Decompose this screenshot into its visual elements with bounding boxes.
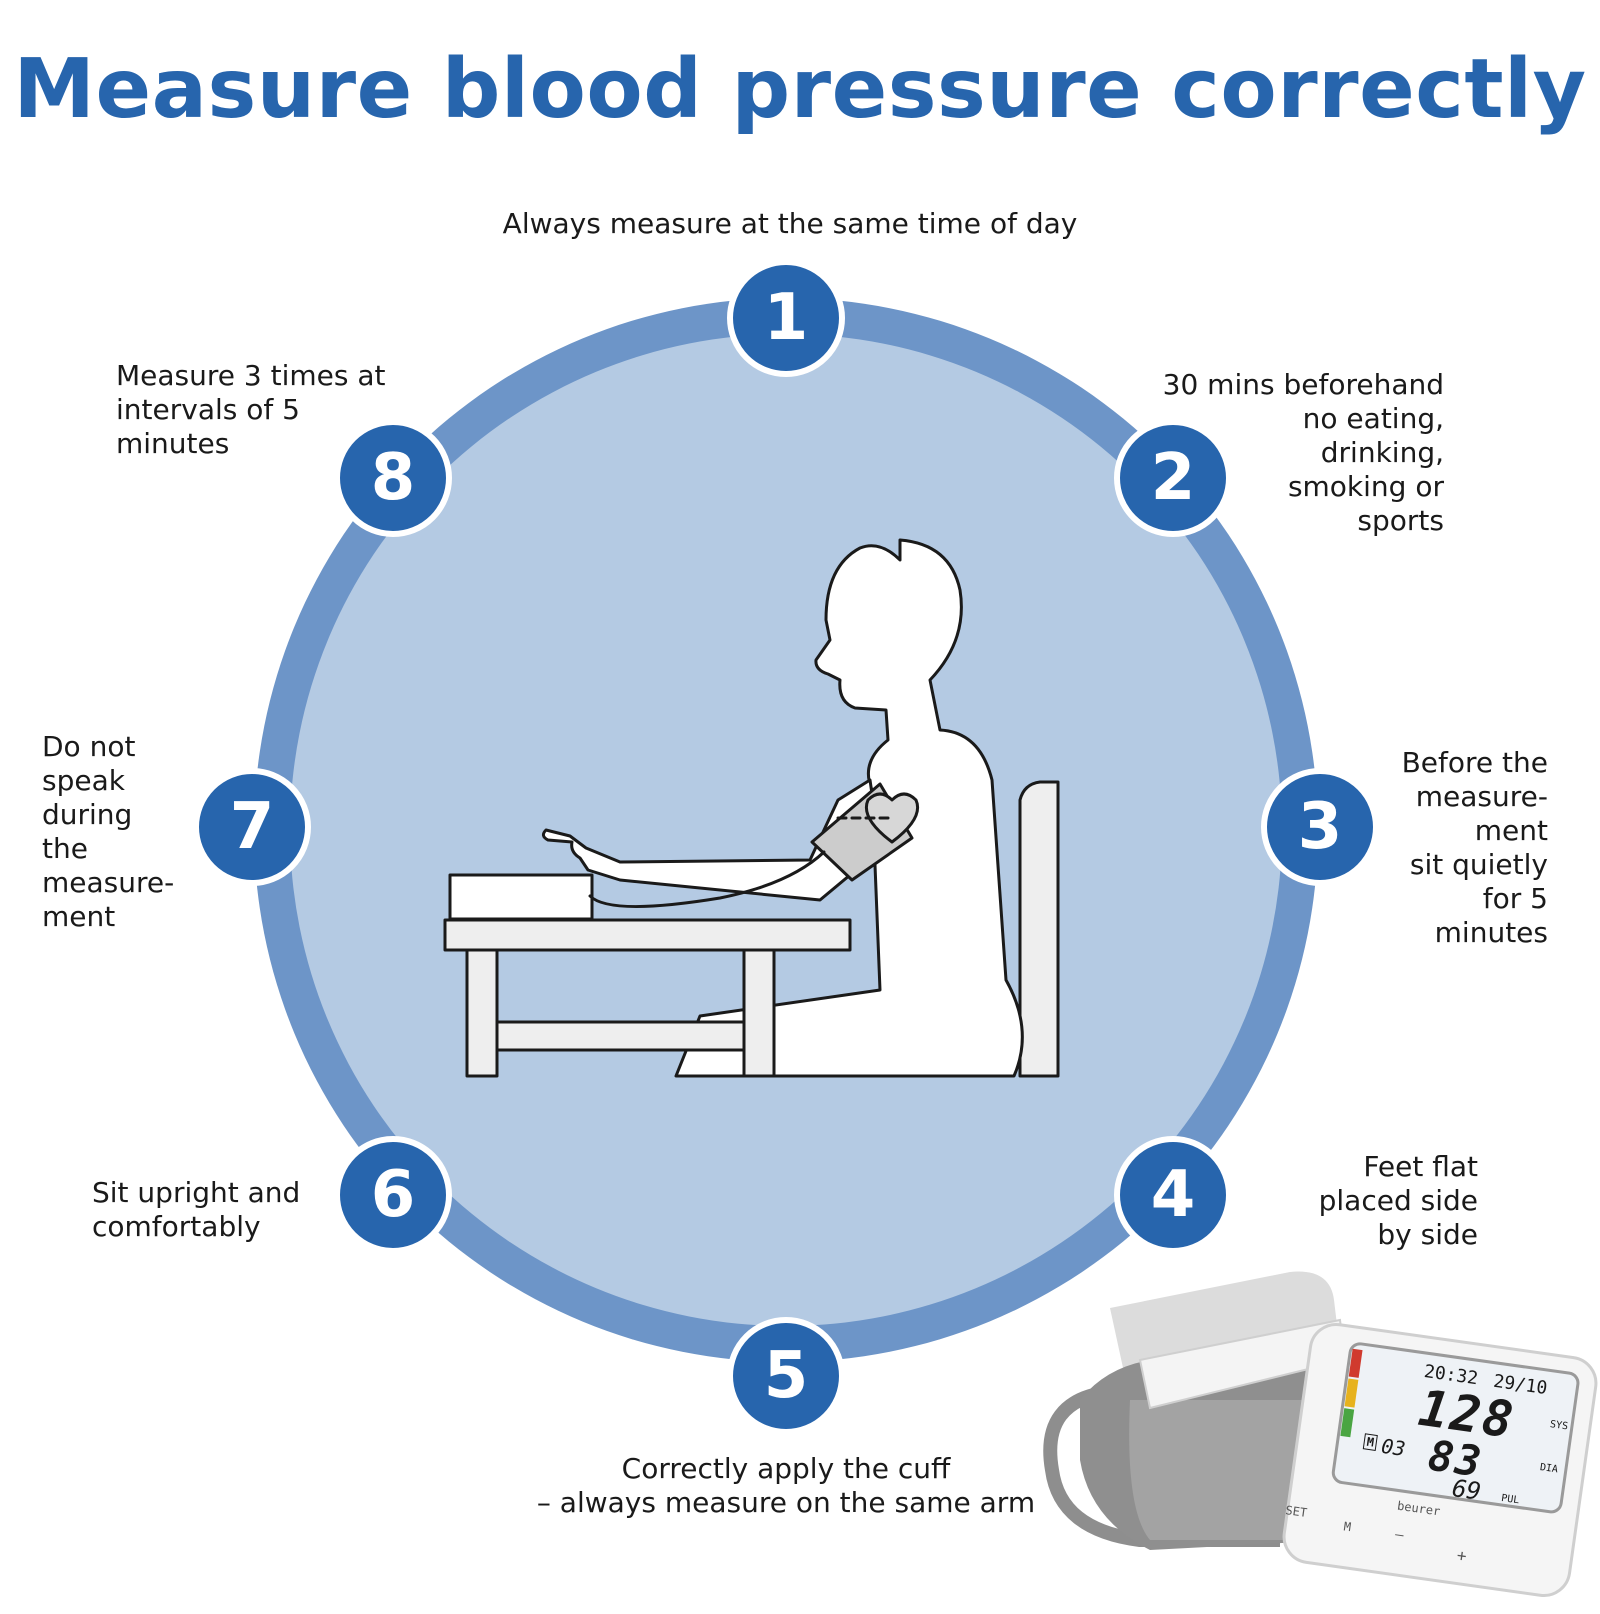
device-m-button: M xyxy=(1342,1519,1352,1535)
device-pulse-value: 69 xyxy=(1450,1474,1483,1506)
step-badge-1: 1 xyxy=(727,259,845,377)
device-brand: beurer xyxy=(1396,1498,1442,1519)
step-label-8: Measure 3 times at intervals of 5 minute… xyxy=(116,359,386,460)
step-label-2: 30 mins beforehand no eating, drinking, … xyxy=(1162,368,1444,537)
table-crossbar xyxy=(495,1020,746,1052)
step-badge-4: 4 xyxy=(1114,1136,1232,1254)
step-label-4: Feet flat placed side by side xyxy=(1318,1150,1478,1251)
device-memory-label: M xyxy=(1362,1433,1379,1451)
table-leg-right xyxy=(742,948,776,1078)
step-badge-5: 5 xyxy=(727,1317,845,1435)
device-pul-label: PUL xyxy=(1500,1492,1520,1507)
step-badge-7: 7 xyxy=(193,768,311,886)
step-badge-3: 3 xyxy=(1261,768,1379,886)
device-dia-label: DIA xyxy=(1539,1462,1559,1476)
device-set-button: SET xyxy=(1284,1503,1308,1520)
device-screen xyxy=(1331,1342,1580,1514)
device-indicator-green xyxy=(1340,1408,1355,1438)
device-tube xyxy=(1043,1385,1280,1547)
step-badge-8: 8 xyxy=(334,419,452,537)
chair-back xyxy=(1018,780,1060,1078)
device-indicator-yellow xyxy=(1344,1378,1359,1408)
step-label-3: Before the measure- ment sit quietly for… xyxy=(1401,746,1548,949)
device-memory-value: 03 xyxy=(1379,1433,1407,1461)
seated-person-illustration xyxy=(443,538,1060,1078)
table-top xyxy=(443,918,852,952)
inner-disc xyxy=(290,334,1282,1326)
device-cuff-front xyxy=(1129,1400,1330,1540)
device-photo xyxy=(1043,1271,1598,1598)
step-label-1: Always measure at the same time of day xyxy=(502,207,1078,240)
device-minus-button: – xyxy=(1394,1526,1405,1544)
step-badge-2: 2 xyxy=(1114,419,1232,537)
device-sys-label: SYS xyxy=(1549,1419,1569,1433)
device-indicator-red xyxy=(1348,1348,1363,1378)
device-screen-text: 20:32 29/10 128 SYS 83 DIA M 03 69 PUL b… xyxy=(1285,1346,1593,1614)
step-badge-6: 6 xyxy=(334,1136,452,1254)
page-title: Measure blood pressure correctly xyxy=(13,42,1587,137)
person-arm xyxy=(541,778,882,902)
step-label-5: Correctly apply the cuff – always measur… xyxy=(536,1452,1036,1519)
step-label-7: Do not speak during the measure- ment xyxy=(42,730,175,933)
table-leg-left xyxy=(465,948,499,1078)
step-label-6: Sit upright and comfortably xyxy=(92,1176,301,1243)
cuff-heart-icon xyxy=(865,792,919,844)
tube xyxy=(588,850,826,908)
monitor-box xyxy=(448,873,594,921)
device-plus-button: + xyxy=(1455,1545,1468,1566)
